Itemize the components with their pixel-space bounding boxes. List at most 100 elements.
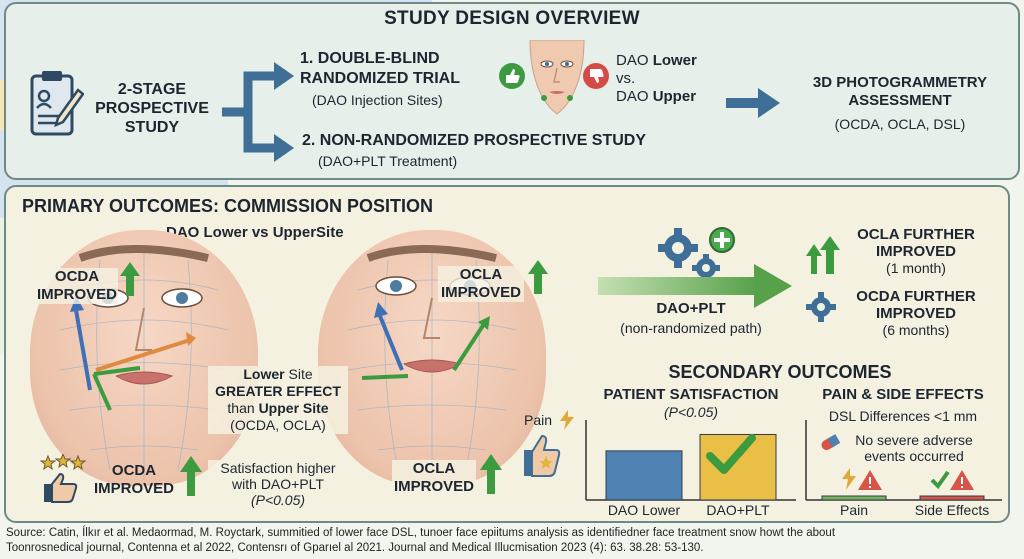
satisfaction-note: Satisfaction higher with DAO+PLT (P<0.05…	[208, 460, 348, 508]
trial-title: 1. DOUBLE-BLIND RANDOMIZED TRIAL	[300, 49, 460, 89]
than-word: than	[227, 400, 259, 416]
photo-subtitle: (OCDA, OCLA, DSL)	[834, 116, 966, 132]
nonrand-subtitle: (DAO+PLT Treatment)	[318, 153, 458, 169]
trial-subtitle: (DAO Injection Sites)	[312, 92, 443, 108]
thumbs-up-icon	[499, 63, 525, 89]
up-arrow-icon	[120, 262, 140, 296]
satisfaction-chart-subtitle: (P<0.05)	[663, 404, 719, 420]
label-line: IMPROVED	[875, 243, 956, 260]
ocla-further: OCLA FURTHER IMPROVED (1 month)	[836, 226, 996, 277]
note-line: (P<0.05)	[250, 492, 306, 508]
note-line: Satisfaction higher	[220, 460, 336, 476]
satisfaction-chart-title: PATIENT SATISFACTION	[603, 386, 779, 403]
pain-warning-icon	[842, 468, 882, 490]
main-title: STUDY DESIGN OVERVIEW	[384, 8, 640, 29]
dao-plt-path-arrow	[598, 264, 792, 308]
dsl-note: DSL Differences <1 mm	[828, 408, 978, 424]
bar-dao-lower	[605, 450, 683, 501]
trial-title-line: 1. DOUBLE-BLIND	[300, 50, 440, 67]
bar-side-effects	[919, 495, 985, 501]
trial-title-line: RANDOMIZED TRIAL	[300, 70, 460, 87]
label-line: IMPROVED	[93, 480, 174, 497]
note-line: No severe adverse	[855, 432, 973, 448]
face-illustration	[529, 40, 585, 115]
path-label: DAO+PLT	[656, 300, 726, 317]
label-line: OCLA	[459, 266, 503, 283]
primary-subheading: DAO Lower vs UpperSite	[166, 224, 344, 241]
up-arrow-icon	[480, 454, 502, 494]
label-line: IMPROVED	[875, 305, 956, 322]
nonrand-title: 2. NON-RANDOMIZED PROSPECTIVE STUDY	[302, 132, 647, 149]
comparison-vs: vs.	[616, 70, 636, 87]
stage-label-line: STUDY	[124, 119, 180, 136]
stage-label-line: 2-STAGE	[117, 81, 187, 98]
category-label: DAO Lower	[608, 502, 681, 518]
comparison-a-prefix: DAO	[616, 52, 653, 69]
left-face-label: OCDA IMPROVED	[36, 268, 118, 304]
clipboard-icon	[30, 71, 84, 136]
bottom-right-result: OCLA IMPROVED	[392, 460, 476, 496]
label-line: OCDA	[111, 462, 157, 479]
path-sublabel: (non-randomized path)	[620, 320, 762, 336]
study-design-panel	[4, 2, 1020, 180]
label-line: IMPROVED	[440, 284, 521, 301]
checkmark-icon	[706, 434, 756, 474]
label-line: OCDA FURTHER	[856, 288, 976, 305]
label-line: (1 month)	[886, 260, 946, 276]
satisfaction-chart: DAO Lower DAO+PLT	[585, 420, 796, 518]
note-line: events occurred	[864, 448, 964, 464]
gear-icon	[806, 292, 836, 322]
bar-dao-plt	[699, 433, 777, 501]
comparison-b: DAO Upper	[616, 88, 720, 106]
thumbs-up-stars-icon	[40, 454, 86, 503]
side-effects-check-warning-icon	[930, 470, 974, 490]
label-line: IMPROVED	[36, 286, 117, 303]
comparison-a-bold: Lower	[652, 52, 697, 69]
thumbs-down-icon	[583, 63, 609, 89]
pill-icon	[821, 434, 840, 450]
comparison-a: DAO Lower	[616, 52, 720, 70]
comparison-line: GREATER EFFECT	[215, 383, 341, 399]
category-label: DAO+PLT	[706, 502, 770, 518]
pain-side-effects-chart: Pain Side Effects	[805, 420, 1002, 518]
comparison-line: (OCDA, OCLA)	[230, 417, 326, 433]
arrow-right-icon	[726, 88, 780, 118]
footer-line: Toonrosnedical journal, Contenna et al 2…	[6, 542, 704, 554]
photo-title-line: ASSESSMENT	[848, 92, 952, 109]
comparison-b-prefix: DAO	[616, 88, 653, 105]
note-line: with DAO+PLT	[232, 476, 324, 492]
site-word: Site	[284, 366, 313, 382]
stage-label-line: PROSPECTIVE	[95, 100, 209, 117]
double-up-arrow-icon	[806, 236, 840, 274]
primary-heading: PRIMARY OUTCOMES: COMMISSION POSITION	[22, 196, 434, 216]
gears-icon	[658, 227, 735, 282]
source-footer: Source: Catin, Ílkır et al. Medaormad, M…	[6, 526, 1018, 556]
up-arrow-icon	[528, 260, 548, 294]
category-label: Pain	[840, 502, 868, 518]
comparison-b-bold: Upper	[652, 88, 697, 105]
pain-label: Pain	[524, 412, 553, 428]
pain-chart-title: PAIN & SIDE EFFECTS	[822, 386, 984, 403]
photo-title-line: 3D PHOTOGRAMMETRY	[812, 74, 988, 91]
up-arrow-icon	[180, 456, 202, 496]
category-label: Side Effects	[915, 502, 989, 518]
label-line: OCDA	[54, 268, 100, 285]
label-line: (6 months)	[882, 322, 950, 338]
label-line: IMPROVED	[393, 478, 474, 495]
label-line: OCLA	[412, 460, 456, 477]
bar-pain	[821, 495, 887, 501]
upper-site-word: Upper Site	[258, 400, 329, 416]
comparison-label: DAO Lower vs. DAO Upper	[616, 52, 720, 106]
secondary-heading: SECONDARY OUTCOMES	[668, 362, 892, 382]
adverse-note: No severe adverse events occurred	[836, 432, 992, 464]
photo-title: 3D PHOTOGRAMMETRY ASSESSMENT	[786, 74, 1014, 110]
footer-line: Source: Catin, Ílkır et al. Medaormad, M…	[6, 527, 836, 539]
split-arrow-icon	[222, 62, 294, 162]
comparison-line: than Upper Site	[208, 400, 348, 417]
ocda-further: OCDA FURTHER IMPROVED (6 months)	[836, 288, 996, 339]
site-comparison-text: Lower Site GREATER EFFECT than Upper Sit…	[208, 366, 348, 434]
right-face-label: OCLA IMPROVED	[438, 266, 524, 302]
study-type-label: 2-STAGE PROSPECTIVE STUDY	[92, 80, 212, 137]
bottom-left-result: OCDA IMPROVED	[92, 462, 176, 498]
comparison-line: Lower Site	[208, 366, 348, 383]
